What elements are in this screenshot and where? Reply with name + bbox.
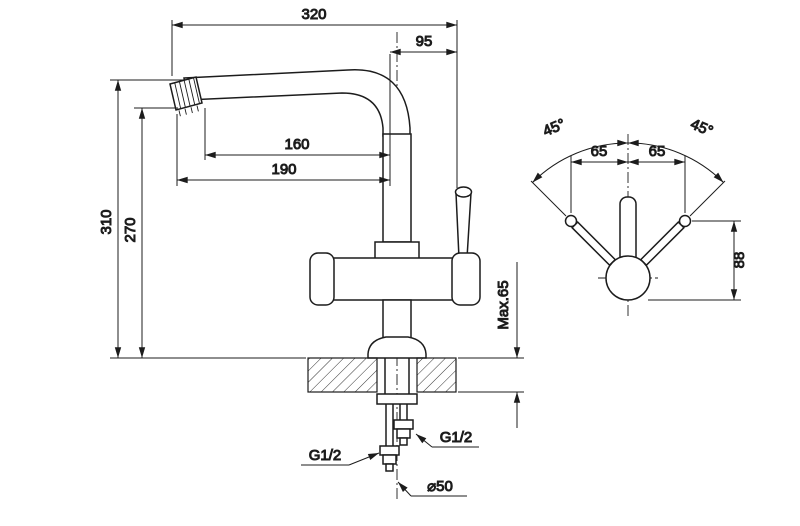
- dim-max-mount-thickness: Max.65: [495, 280, 512, 329]
- dim-angle-left: 45°: [540, 116, 568, 141]
- faucet-side-lever: [454, 186, 473, 259]
- dim-overall-height: 310: [98, 209, 115, 234]
- top-view: 65 65 45° 45° 88: [530, 115, 749, 316]
- dim-spout-reach: 160: [284, 136, 309, 153]
- faucet-side: [169, 69, 481, 359]
- faucet-right-cap: [451, 252, 481, 306]
- top-lever-right: [639, 214, 692, 267]
- countertop-right: [416, 357, 457, 393]
- dim-angle-right: 45°: [688, 116, 716, 141]
- hose-fitting-left: [379, 445, 400, 456]
- faucet-upper-pipe: [382, 133, 412, 243]
- faucet-base-flange: [367, 336, 427, 359]
- faucet-spout: [183, 69, 411, 137]
- dim-spout-reach-outer: 190: [271, 161, 296, 178]
- dim-handle-span-left: 65: [591, 143, 608, 160]
- dim-handle-offset: 95: [416, 33, 433, 50]
- label-thread-right: G1/2: [440, 429, 473, 446]
- dim-handle-span-right: 65: [649, 143, 666, 160]
- supply-hoses: [379, 404, 414, 472]
- faucet-left-cap: [309, 252, 335, 306]
- dim-handle-height: 88: [731, 252, 748, 269]
- top-spout: [619, 196, 637, 266]
- dim-overall-width: 320: [301, 6, 326, 23]
- mounting-shank: [376, 358, 418, 405]
- hose-fitting-right: [393, 419, 414, 430]
- faucet-aerator: [169, 76, 203, 117]
- label-hole-diameter: ⌀50: [427, 478, 453, 495]
- faucet-lower-pipe: [382, 299, 412, 341]
- side-view: 320 95 160 190 310 270: [98, 6, 524, 500]
- top-body: [605, 255, 651, 301]
- bottom-labels: G1/2 G1/2 ⌀50: [301, 429, 479, 497]
- dim-spout-height: 270: [122, 217, 139, 242]
- faucet-cross-body: [329, 257, 457, 301]
- dimensions-side: 320 95 160 190 310 270: [98, 6, 524, 428]
- countertop-left: [307, 357, 378, 393]
- top-lever-left: [564, 214, 617, 267]
- countertop: [307, 357, 457, 393]
- label-thread-left: G1/2: [309, 447, 342, 464]
